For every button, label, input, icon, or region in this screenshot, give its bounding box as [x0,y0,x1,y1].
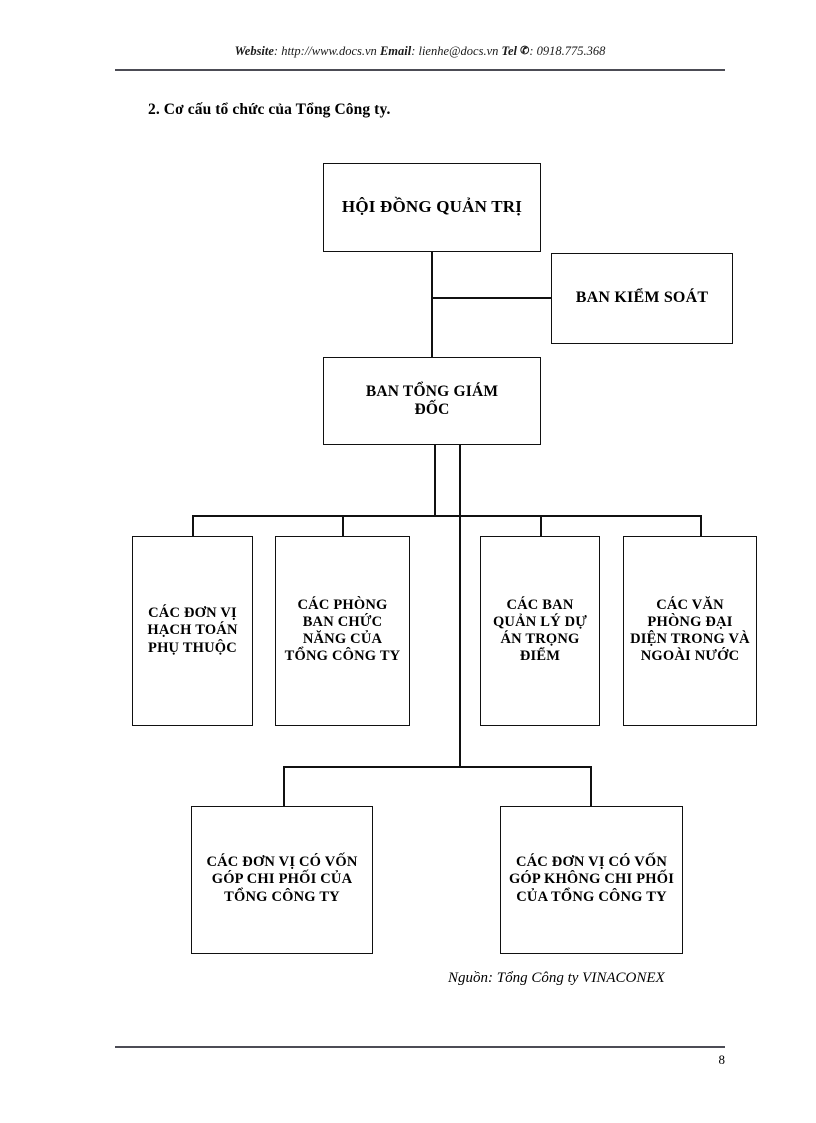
header-website-value: : http://www.docs.vn [273,44,377,58]
page-header: Website: http://www.docs.vn Email: lienh… [115,44,725,74]
connector-drop-non-controlling-units [590,766,592,807]
page-number: 8 [718,1052,726,1067]
connector-management-to-capital-units [459,445,461,767]
header-email-label: Email [379,44,412,58]
node-dependent-accounting-units-label: CÁC ĐƠN VỊ HẠCH TOÁN PHỤ THUỘC [147,605,238,656]
connector-drop-controlling-units [283,766,285,807]
connector-board-to-supervisory [431,297,552,299]
footer-divider [115,1046,725,1048]
node-supervisory-board: BAN KIỂM SOÁT [551,253,733,344]
node-representative-offices-label: CÁC VĂN PHÒNG ĐẠI DIỆN TRONG VÀ NGOÀI NƯ… [630,596,750,665]
header-divider [115,69,725,71]
node-non-controlling-capital-units-label: CÁC ĐƠN VỊ CÓ VỐN GÓP KHÔNG CHI PHỐI CỦA… [508,854,675,905]
telephone-icon: ✆ [520,45,530,57]
connector-drop-key-projects [540,515,542,537]
header-email-value: : lienhe@docs.vn [411,44,499,58]
connector-drop-functional-departments [342,515,344,537]
header-contact-line: Website: http://www.docs.vn Email: lienh… [115,44,725,59]
node-board-of-directors-label: HỘI ĐỒNG QUẢN TRỊ [341,197,523,217]
connector-board-to-management [431,252,433,358]
connector-drop-representative-offices [700,515,702,537]
node-representative-offices: CÁC VĂN PHÒNG ĐẠI DIỆN TRONG VÀ NGOÀI NƯ… [623,536,757,726]
connector-management-to-bus-bar [434,445,436,516]
node-board-of-directors: HỘI ĐỒNG QUẢN TRỊ [323,163,541,252]
node-key-project-management-boards: CÁC BAN QUẢN LÝ DỰ ÁN TRỌNG ĐIỂM [480,536,600,726]
header-website-label: Website [234,44,274,58]
node-non-controlling-capital-units: CÁC ĐƠN VỊ CÓ VỐN GÓP KHÔNG CHI PHỐI CỦA… [500,806,683,954]
node-supervisory-board-label: BAN KIỂM SOÁT [575,289,709,307]
header-tel-value: : 0918.775.368 [529,44,606,58]
node-board-of-management-label: BAN TỔNG GIÁM ĐỐC [365,382,499,418]
node-functional-departments: CÁC PHÒNG BAN CHỨC NĂNG CỦA TỔNG CÔNG TY [275,536,410,726]
page-title: 2. Cơ cấu tổ chức của Tổng Công ty. [148,101,391,118]
node-board-of-management: BAN TỔNG GIÁM ĐỐC [323,357,541,445]
connector-drop-dependent-units [192,515,194,537]
source-note: Nguồn: Tổng Công ty VINACONEX [448,970,665,986]
organization-chart: HỘI ĐỒNG QUẢN TRỊ BAN KIỂM SOÁT BAN TỔNG… [132,163,757,954]
node-controlling-capital-units-label: CÁC ĐƠN VỊ CÓ VỐN GÓP CHI PHỐI CỦA TỔNG … [206,854,358,905]
connector-to-non-controlling-units [459,766,591,768]
header-tel-label: Tel [501,44,518,58]
node-functional-departments-label: CÁC PHÒNG BAN CHỨC NĂNG CỦA TỔNG CÔNG TY [284,596,401,665]
node-dependent-accounting-units: CÁC ĐƠN VỊ HẠCH TOÁN PHỤ THUỘC [132,536,253,726]
node-key-project-management-boards-label: CÁC BAN QUẢN LÝ DỰ ÁN TRỌNG ĐIỂM [492,596,588,665]
node-controlling-capital-units: CÁC ĐƠN VỊ CÓ VỐN GÓP CHI PHỐI CỦA TỔNG … [191,806,373,954]
connector-bus-bar-level3 [192,515,701,517]
connector-to-controlling-units [283,766,460,768]
